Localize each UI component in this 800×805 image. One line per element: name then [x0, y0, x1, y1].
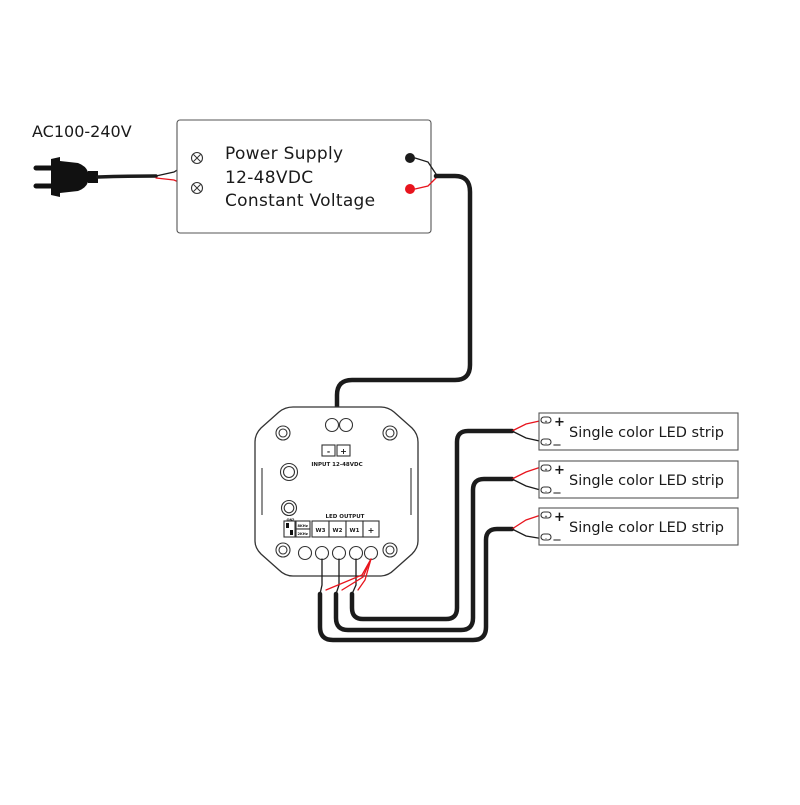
strip1-pos-lead [511, 419, 545, 432]
ctrl-input-terminal-neg [324, 417, 340, 433]
strip2-pad-minus [540, 486, 552, 494]
screw-terminal-icon [190, 181, 204, 195]
strip3-pad-minus [540, 533, 552, 541]
strip2-pad-plus-mark: + [544, 468, 547, 472]
output-w3-label: W3 [316, 528, 326, 534]
pos-lead-to-strip2 [341, 558, 372, 591]
cable-to-strip2 [333, 476, 515, 633]
strip2-label: Single color LED strip [569, 473, 724, 489]
w1-neg-lead [351, 558, 357, 595]
strip3-pad-plus [540, 511, 552, 519]
psu-neg-lead [414, 157, 437, 175]
strip1-pad-minus-mark: - [545, 442, 547, 446]
strip3-neg-lead [511, 528, 545, 540]
output-terminal-plus [363, 545, 379, 561]
mounting-hole-icon [382, 425, 398, 441]
strip3-label: Single color LED strip [569, 520, 724, 536]
dip-label-8khz: 8KHz [298, 524, 308, 528]
strip1-neg-lead [511, 430, 545, 443]
dip-label-2khz-box [295, 528, 311, 538]
output-plus-box [362, 520, 380, 538]
power-supply-voltage: 12-48VDC [225, 168, 313, 188]
psu-negative-terminal [405, 153, 415, 163]
led-strip-3: + - + — Single color LED strip [538, 507, 739, 546]
output-plus-label: + [368, 526, 375, 535]
dip-switch[interactable] [283, 520, 296, 538]
input-voltage-label: INPUT 12-48VDC [311, 462, 362, 468]
strip1-plus-sign: + [554, 415, 565, 430]
output-w2-label: W2 [333, 528, 343, 534]
dip-switch-knob-1 [286, 523, 289, 528]
ac-plug-icon [33, 157, 98, 197]
strip3-pad-plus-mark: + [544, 515, 547, 519]
output-terminal-w3 [314, 545, 330, 561]
strip2-neg-lead [511, 478, 545, 492]
strip2-plus-sign: + [554, 463, 565, 478]
dip-switch-knob-2 [290, 530, 293, 535]
strip1-pad-plus [540, 416, 552, 424]
ctrl-input-terminal-pos [338, 417, 354, 433]
input-minus-box [321, 444, 336, 457]
ac-cable [96, 174, 158, 179]
mounting-hole-icon [275, 425, 291, 441]
strip2-pad-plus [540, 464, 552, 472]
dip-mark-2: 2 [292, 518, 295, 522]
strip2-minus-sign: — [553, 488, 561, 497]
mounting-hole-icon [275, 542, 291, 558]
strip2-pad-minus-mark: - [545, 490, 547, 494]
strip3-pos-lead [511, 513, 545, 530]
psu-to-controller-cable [334, 173, 473, 413]
input-minus-sign: - [327, 447, 330, 456]
led-output-label: LED OUTPUT [326, 514, 365, 520]
output-terminal-w2 [331, 545, 347, 561]
strip3-pad-minus-mark: - [545, 537, 547, 541]
power-supply-title: Power Supply [225, 144, 343, 164]
strip3-plus-sign: + [554, 510, 565, 525]
power-supply-box [176, 119, 432, 234]
led-strip-1: + - + — Single color LED strip [538, 412, 739, 451]
button-1-inner [282, 465, 296, 479]
w3-neg-lead [319, 558, 323, 595]
output-terminal-1 [297, 545, 313, 561]
psu-positive-terminal [405, 184, 415, 194]
ac-input-label: AC100-240V [32, 122, 132, 141]
power-supply-type: Constant Voltage [225, 191, 375, 211]
pos-lead-to-strip1 [357, 558, 372, 591]
output-w1-label: W1 [350, 528, 360, 534]
strip1-pad-minus [540, 438, 552, 446]
mounting-hole-icon [382, 542, 398, 558]
strip1-label: Single color LED strip [569, 425, 724, 441]
led-strip-2: + - + — Single color LED strip [538, 460, 739, 499]
input-plus-box [336, 444, 351, 457]
dip-mark-on: ON [287, 518, 293, 522]
strip2-pos-lead [511, 465, 545, 480]
strip1-pad-plus-mark: + [544, 420, 547, 424]
cable-to-strip3 [317, 526, 515, 643]
strip3-minus-sign: — [553, 535, 561, 544]
dip-label-2khz: 2KHz [298, 532, 308, 536]
strip1-minus-sign: — [553, 440, 561, 449]
psu-pos-lead [414, 177, 437, 190]
button-2-inner [283, 502, 295, 514]
output-terminal-w1 [348, 545, 364, 561]
screw-terminal-icon [190, 151, 204, 165]
cable-to-strip1 [349, 428, 515, 622]
input-plus-sign: + [340, 447, 347, 456]
